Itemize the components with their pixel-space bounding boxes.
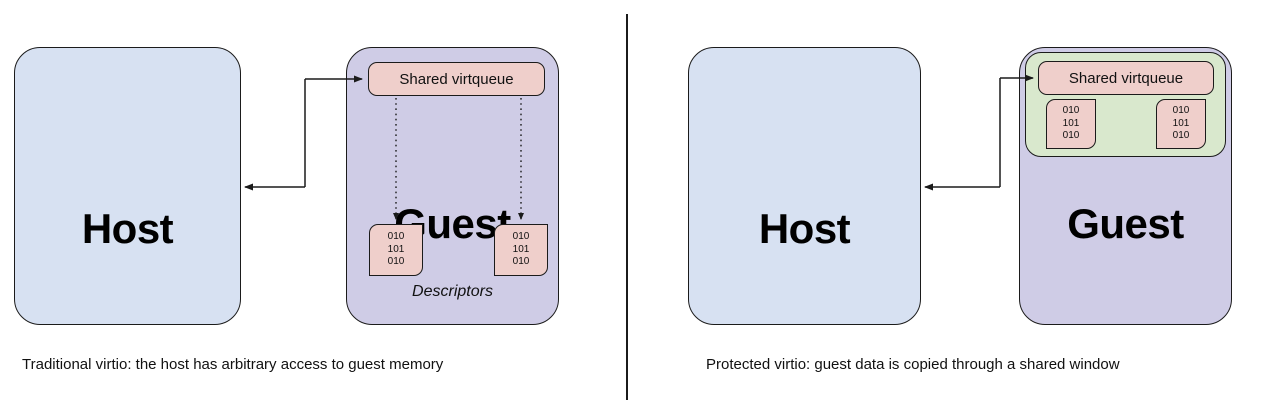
descriptor-line: 010 [387,256,405,268]
descriptor-line: 101 [1062,117,1080,129]
descriptor-card: 010 101 010 [1046,99,1096,149]
panel-divider [626,14,628,400]
host-box-traditional: Host [14,47,241,325]
descriptor-line: 010 [387,230,405,242]
descriptors-label: Descriptors [412,283,493,300]
descriptor-line: 010 [1172,130,1190,142]
descriptor-line: 010 [1062,130,1080,142]
descriptor-line: 010 [512,230,530,242]
shared-virtqueue-label: Shared virtqueue [399,70,514,88]
host-label: Host [81,205,174,252]
shared-virtqueue-label: Shared virtqueue [1068,69,1184,87]
host-virtqueue-connector-traditional [244,75,363,191]
shared-virtqueue-traditional: Shared virtqueue [368,62,545,96]
descriptor-line: 010 [1172,104,1190,116]
descriptor-card: 010 101 010 [494,224,548,276]
descriptor-line: 101 [1172,117,1190,129]
descriptor-card: 010 101 010 [369,224,423,276]
host-box-protected: Host [688,47,921,325]
host-sharedwindow-connector-protected [924,74,1034,191]
descriptor-line: 101 [387,243,405,255]
shared-virtqueue-protected: Shared virtqueue [1038,61,1214,95]
descriptor-line: 010 [512,256,530,268]
guest-label: Guest [1067,200,1184,247]
descriptor-card: 010 101 010 [1156,99,1206,149]
caption-protected: Protected virtio: guest data is copied t… [706,356,1120,373]
host-label: Host [758,205,851,252]
descriptor-line: 101 [512,243,530,255]
descriptor-line: 010 [1062,104,1080,116]
caption-traditional: Traditional virtio: the host has arbitra… [22,356,444,373]
